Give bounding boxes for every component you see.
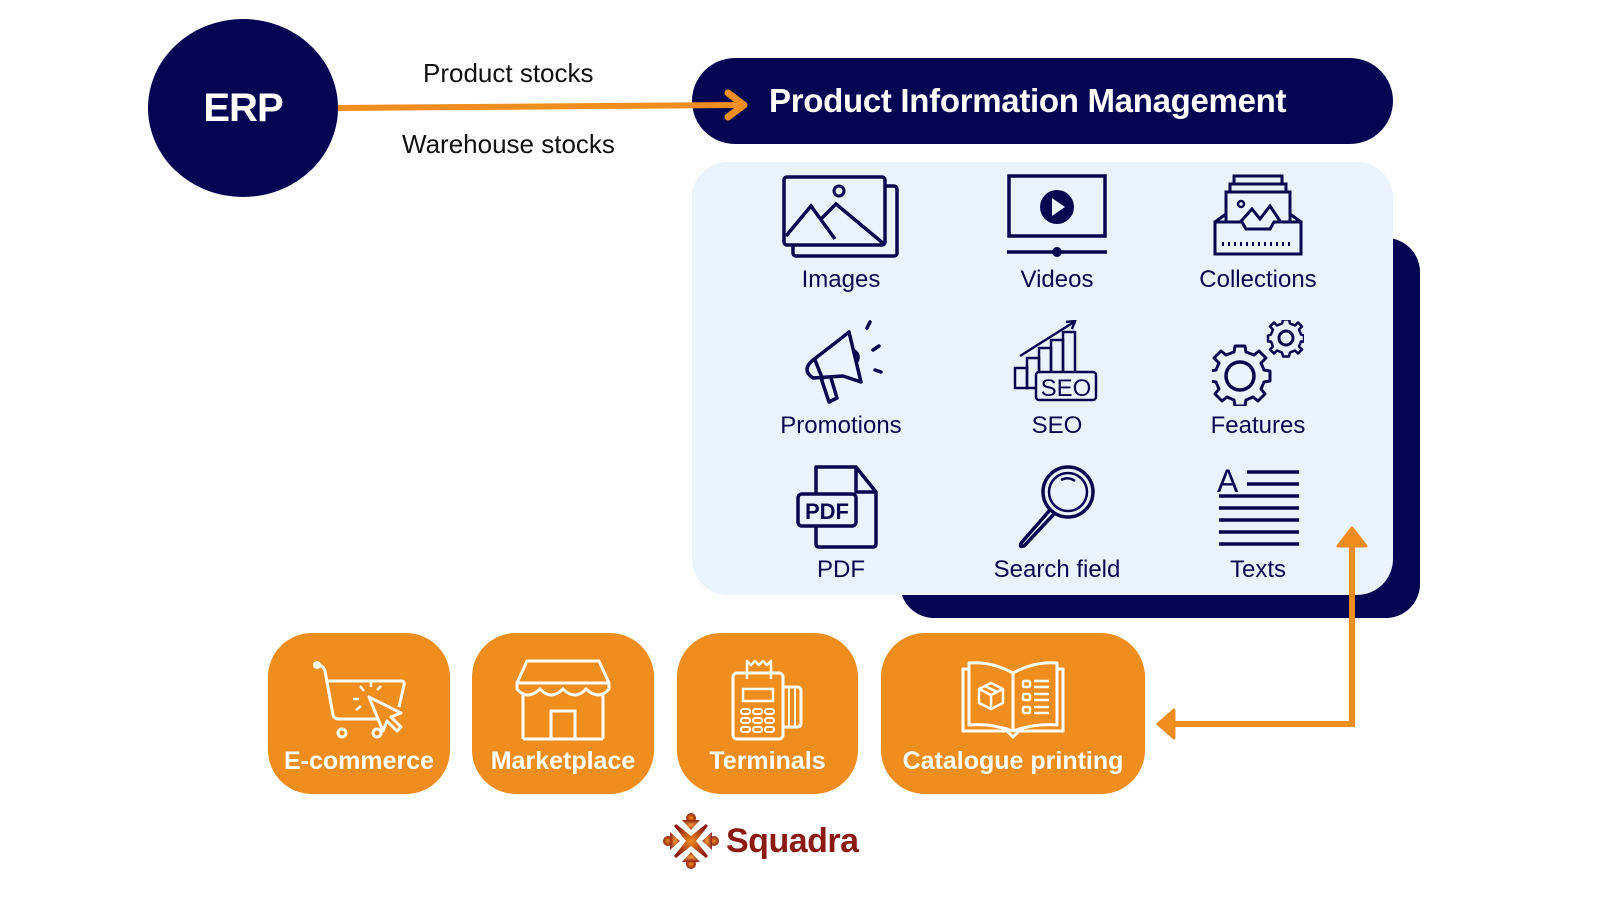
pim-item-features: Features: [1158, 320, 1358, 440]
flow-label-product-stocks: Product stocks: [423, 58, 594, 88]
magnifier-icon: [1018, 465, 1095, 549]
channel-label: Marketplace: [490, 747, 636, 775]
svg-text:A: A: [1217, 464, 1239, 499]
pim-item-label: Videos: [1020, 266, 1094, 293]
pim-item-label: Search field: [993, 556, 1121, 583]
channel-terminals: Terminals: [677, 633, 858, 794]
video-icon: [1007, 174, 1107, 257]
pim-item-label: Features: [1210, 412, 1306, 439]
pim-item-label: Collections: [1199, 266, 1317, 293]
pim-content-panel: Images Videos Collections: [692, 162, 1393, 595]
pim-item-label: PDF: [817, 556, 865, 583]
gears-icon: [1212, 320, 1304, 406]
pim-item-search-field: Search field: [957, 464, 1157, 584]
catalogue-book-icon: [961, 661, 1065, 739]
pim-item-label: Texts: [1229, 556, 1286, 583]
text-lines-icon: A: [1217, 464, 1299, 546]
squadra-logo-icon: [663, 813, 719, 869]
erp-to-pim-arrow: [337, 89, 748, 121]
pim-title-bar: Product Information Management: [692, 58, 1393, 144]
channel-marketplace: Marketplace: [472, 633, 654, 794]
shopping-cart-icon: [313, 661, 406, 739]
pim-item-pdf: PDF PDF: [741, 464, 941, 584]
flow-label-warehouse-stocks: Warehouse stocks: [402, 129, 615, 159]
channel-label: E-commerce: [283, 747, 435, 775]
megaphone-icon: [805, 320, 883, 404]
pim-item-collections: Collections: [1158, 174, 1358, 294]
pim-item-label: Promotions: [780, 412, 902, 439]
squadra-logo-text: Squadra: [726, 821, 859, 860]
channel-catalogue-printing: Catalogue printing: [881, 633, 1145, 794]
payment-terminal-icon: [731, 659, 802, 741]
pim-item-videos: Videos: [957, 174, 1157, 294]
collections-icon: [1213, 174, 1303, 256]
pim-item-label: SEO: [1031, 412, 1083, 439]
pim-item-images: Images: [741, 174, 941, 294]
images-icon: [782, 175, 899, 258]
seo-chart-icon: SEO: [1013, 320, 1098, 402]
squadra-logo: Squadra: [662, 812, 859, 870]
pdf-file-icon: PDF: [796, 465, 878, 549]
erp-node: ERP: [148, 19, 338, 197]
svg-text:PDF: PDF: [805, 499, 849, 524]
pim-item-seo: SEO SEO: [957, 320, 1157, 440]
erp-label: ERP: [203, 85, 283, 130]
pim-item-texts: A Texts: [1158, 464, 1358, 584]
channel-e-commerce: E-commerce: [268, 633, 450, 794]
storefront-icon: [515, 659, 611, 741]
pim-item-label: Images: [801, 266, 881, 293]
pim-item-promotions: Promotions: [741, 320, 941, 440]
pim-title: Product Information Management: [769, 82, 1287, 119]
channel-label: Terminals: [709, 747, 826, 775]
svg-text:SEO: SEO: [1041, 375, 1092, 402]
pim-to-channels-arrow: [1156, 526, 1368, 740]
channel-label: Catalogue printing: [902, 747, 1124, 775]
